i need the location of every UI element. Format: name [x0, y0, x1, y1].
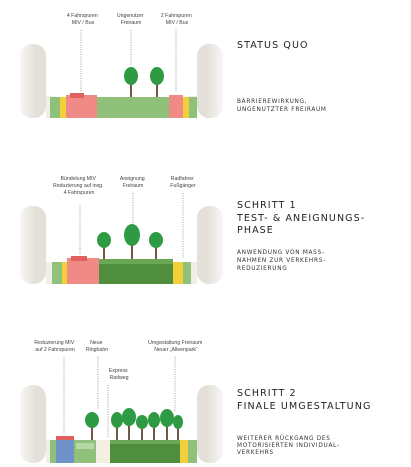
tree — [150, 67, 164, 97]
title-line: FINALE UMGESTALTUNG — [237, 400, 372, 412]
tree — [122, 408, 136, 440]
phase-description-schritt-2: WEITERER RÜCKGANG DES MOTORISIERTEN INDI… — [237, 436, 340, 457]
desc-line: BARRIEREWIRKUNG, — [237, 99, 308, 105]
road-2-lanes — [56, 438, 74, 463]
title-line: TEST- & ANEIGNUNGS- — [237, 212, 366, 224]
desc-line: MOTORISIERTEN INDIVIDUAL- — [237, 443, 340, 449]
yellow-strip-right — [180, 440, 188, 463]
ringbahn-rail — [76, 443, 94, 449]
desc-line: NAHMEN ZUR VERKEHRS- — [237, 258, 326, 264]
label-express-radweg: Express Radweg — [109, 368, 129, 381]
tree — [111, 412, 123, 440]
tree — [124, 224, 140, 259]
section-status-quo: 4 Fahrspuren MIV / Bus Ungenutzer Freira… — [14, 13, 229, 122]
desc-line: VERKEHRS — [237, 450, 274, 456]
road-marking — [70, 93, 84, 98]
grass-strip-right — [183, 262, 191, 284]
road-marking — [71, 256, 87, 261]
phase-title-schritt-1: SCHRITT 1 TEST- & ANEIGNUNGS- PHASE — [237, 200, 365, 238]
grass-strip-right — [188, 440, 197, 463]
desc-line: ANWENDUNG VON MASS- — [237, 250, 325, 256]
phase-title-status-quo: STATUS QUO — [237, 40, 309, 53]
title-line: PHASE — [237, 225, 274, 236]
tree — [124, 67, 138, 97]
alleenpark-top — [110, 440, 180, 444]
title-line: SCHRITT 1 — [237, 200, 297, 211]
tree — [160, 409, 174, 440]
yellow-strip-right — [183, 97, 189, 118]
road-4-lanes — [66, 95, 97, 118]
grass-strip-right — [189, 97, 197, 118]
grass-strip-left — [52, 262, 62, 284]
label-ringbahn: Neue Ringbahn — [86, 340, 108, 353]
road-2-lanes-top — [56, 436, 74, 440]
section-schritt-1: Bündelung MIV Reduzierung auf insg. 4 Fa… — [14, 176, 229, 288]
alleenpark — [110, 440, 180, 463]
express-bike-path — [96, 440, 110, 463]
road-2-lanes — [169, 95, 183, 118]
tree — [149, 232, 163, 259]
median-unused-space — [97, 97, 169, 118]
grass-strip-left — [50, 97, 60, 118]
label-cyclists-pedestrians: Radfahrer Fußgänger — [170, 176, 196, 189]
label-reduction-miv: Reduzierung MIV auf 2 Fahrspuren — [34, 340, 76, 353]
phase-description-status-quo: BARRIEREWIRKUNG, UNGENUTZTER FREIRAUM — [237, 98, 327, 114]
label-4-lanes: 4 Fahrspuren MIV / Bus — [67, 13, 99, 26]
desc-line: REDUZIERUNG — [237, 266, 288, 272]
phase-title-schritt-2: SCHRITT 2 FINALE UMGESTALTUNG — [237, 388, 371, 413]
section-schritt-2: Reduzierung MIV auf 2 Fahrspuren Neue Ri… — [14, 340, 229, 467]
yellow-strip-right — [173, 262, 183, 284]
green-space-appropriated-light — [99, 259, 173, 264]
label-2-lanes: 2 Fahrspuren MIV / Bus — [161, 13, 193, 26]
desc-line: UNGENUTZTER FREIRAUM — [237, 107, 327, 113]
tree — [148, 412, 160, 440]
road-bundled — [67, 258, 99, 284]
label-bundling-miv: Bündelung MIV Reduzierung auf insg. 4 Fa… — [53, 176, 105, 196]
label-aneignung: Aneignung Freiraum — [120, 176, 146, 189]
tree — [85, 412, 99, 440]
phase-description-schritt-1: ANWENDUNG VON MASS- NAHMEN ZUR VERKEHRS-… — [237, 249, 326, 273]
yellow-strip-left — [60, 97, 66, 118]
tree — [97, 232, 111, 259]
yellow-strip-left — [62, 262, 67, 284]
title-line: STATUS QUO — [237, 40, 309, 51]
tree — [136, 415, 148, 440]
tree — [173, 415, 183, 440]
label-alleenpark: Umgestaltung Freiraum Neuer „Alleenpark“ — [148, 340, 204, 353]
grass-strip-left — [50, 440, 56, 463]
desc-line: WEITERER RÜCKGANG DES — [237, 436, 331, 442]
label-unused-space: Ungenutzer Freiraum — [117, 13, 145, 26]
title-line: SCHRITT 2 — [237, 388, 297, 399]
sidewalk-left — [46, 262, 56, 284]
sidewalk-right — [191, 262, 197, 284]
